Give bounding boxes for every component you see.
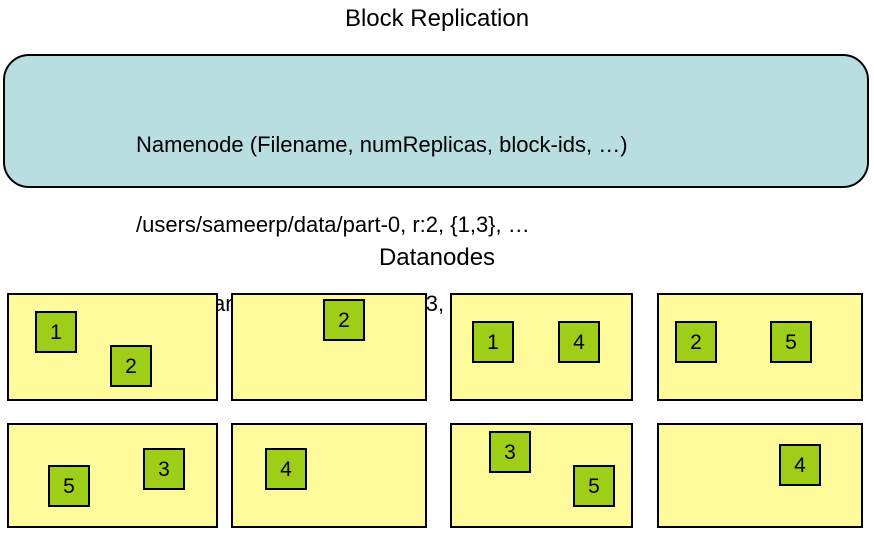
block-square: 1	[35, 311, 77, 353]
namenode-line-0: Namenode (Filename, numReplicas, block-i…	[136, 132, 628, 157]
block-square: 4	[265, 448, 307, 490]
block-square: 2	[323, 299, 365, 341]
block-square: 4	[558, 321, 600, 363]
block-square: 2	[675, 321, 717, 363]
block-square: 5	[573, 465, 615, 507]
block-square: 5	[770, 321, 812, 363]
block-square: 3	[489, 431, 531, 473]
datanodes-label: Datanodes	[378, 244, 496, 271]
datanode-box	[7, 423, 218, 528]
block-square: 5	[48, 465, 90, 507]
page-title: Block Replication	[344, 5, 530, 32]
block-square: 2	[110, 345, 152, 387]
namenode-box	[3, 54, 869, 188]
datanode-box	[231, 423, 427, 528]
block-square: 3	[143, 448, 185, 490]
datanode-box	[657, 423, 863, 528]
namenode-line-1: /users/sameerp/data/part-0, r:2, {1,3}, …	[136, 211, 530, 237]
block-square: 1	[472, 321, 514, 363]
block-square: 4	[779, 444, 821, 486]
